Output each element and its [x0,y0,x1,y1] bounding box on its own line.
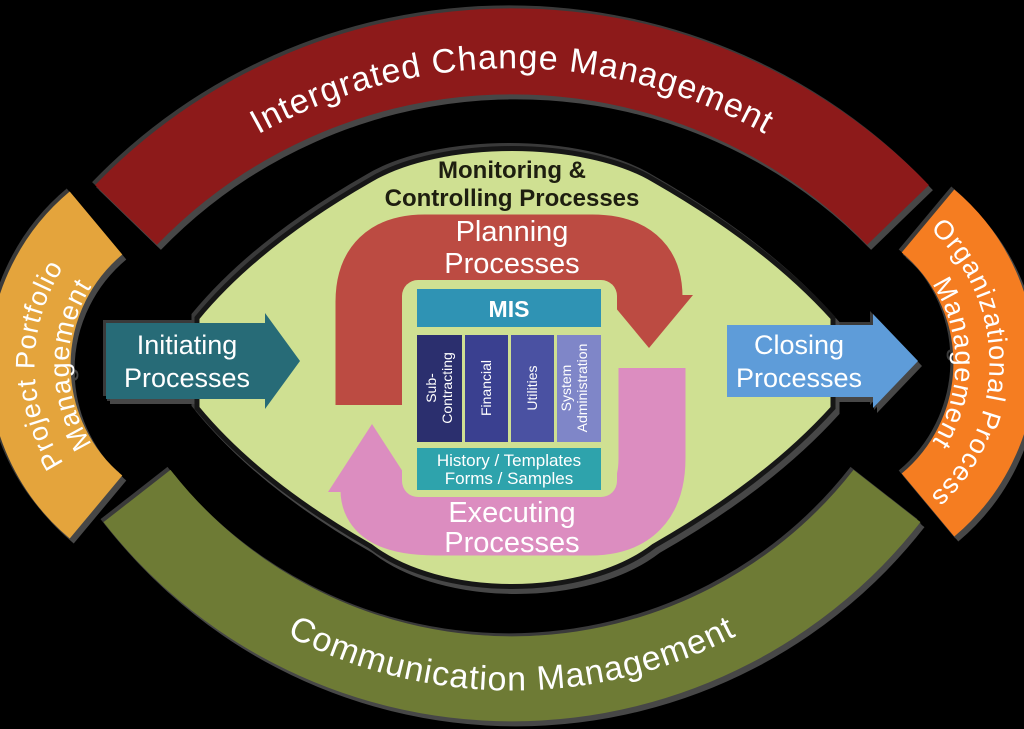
executing-arrowhead-icon [328,424,416,492]
project-portfolio-management-arc [0,191,123,539]
initiating-label-line1: Initiating [137,330,238,360]
mis-footer-line1: History / Templates [437,451,581,470]
executing-label-line2: Processes [444,527,579,559]
planning-label-line1: Planning [456,216,569,248]
integrated-change-management-arc [95,8,929,245]
planning-arrowhead-icon [605,295,693,348]
communication-management-arc [103,469,921,722]
mis-footer-line2: Forms / Samples [445,469,573,488]
mis-column-utilities [511,335,554,442]
planning-label-line2: Processes [444,248,579,280]
system-administration-label: SystemAdministration [558,344,590,433]
organizational-process-management-arc [901,189,1024,537]
mis-header-label: MIS [489,296,530,322]
mis-column-system-administration [557,335,601,442]
mis-footer-bar [417,448,601,490]
executing-label-line1: Executing [448,497,575,529]
closing-label-line1: Closing [754,330,844,360]
initiating-label-line2: Processes [124,363,250,393]
planning-arrow-band [335,214,683,405]
mis-column-subcontracting [417,335,462,442]
monitoring-label-line2: Controlling Processes [385,185,640,212]
subcontracting-label: Sub-Contracting [423,352,455,424]
mis-container [402,280,617,497]
utilities-label: Utilities [524,365,540,410]
financial-label: Financial [478,360,494,416]
mis-column-financial [465,335,508,442]
initiating-arrow-icon [106,313,300,409]
mis-header-bar [417,289,601,327]
closing-label-line2: Processes [736,363,862,393]
closing-arrow-icon [727,314,918,408]
executing-arrow-band [340,368,686,556]
monitoring-label-line1: Monitoring & [438,157,586,184]
